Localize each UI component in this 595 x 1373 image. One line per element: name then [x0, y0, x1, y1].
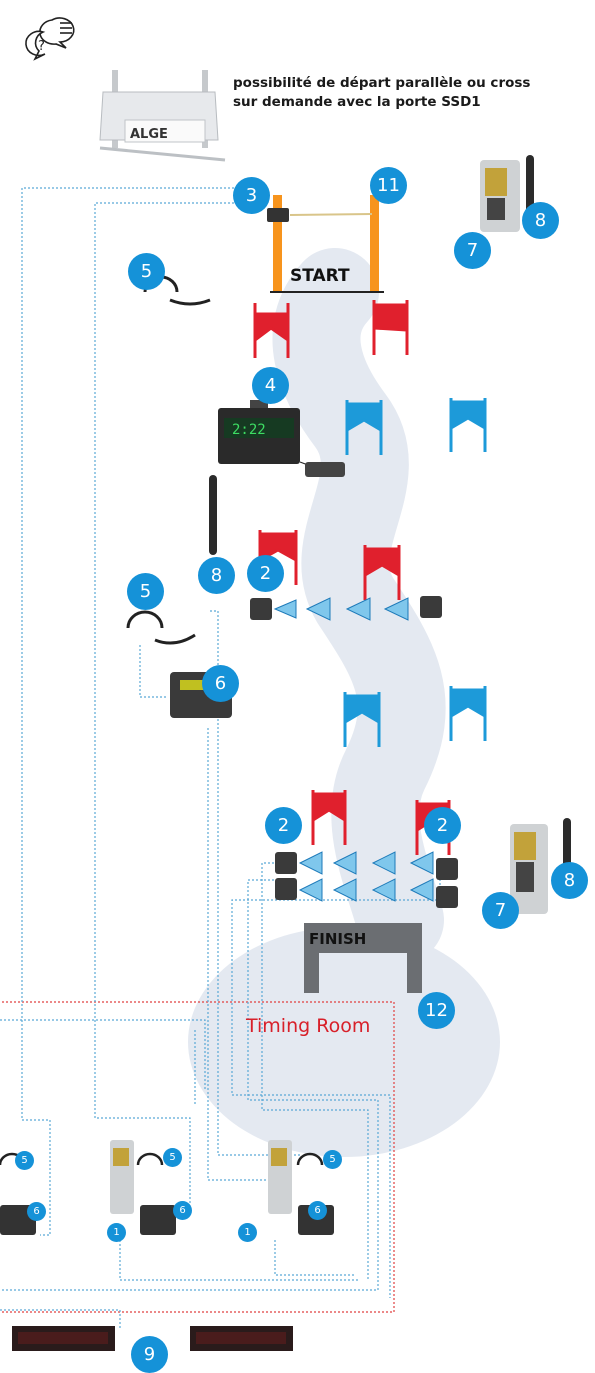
- badge-7-bottom: 7: [482, 892, 519, 929]
- badge-4: 4: [252, 367, 289, 404]
- start-label: START: [290, 266, 350, 286]
- note-line-1: possibilité de départ parallèle ou cross: [233, 74, 573, 93]
- badge-5-room-3: 5: [323, 1150, 342, 1169]
- badge-11: 11: [370, 167, 407, 204]
- badge-6-mid: 6: [202, 665, 239, 702]
- badge-5-room-1: 5: [15, 1151, 34, 1170]
- badge-8-bottom: 8: [551, 862, 588, 899]
- timing-room-label: Timing Room: [246, 1015, 370, 1037]
- badge-2-left: 2: [265, 807, 302, 844]
- badge-6-room-3: 6: [308, 1201, 327, 1220]
- badge-1-room-2: 1: [107, 1223, 126, 1242]
- badge-9: 9: [131, 1336, 168, 1373]
- badge-1-room-3: 1: [238, 1223, 257, 1242]
- badge-12: 12: [418, 992, 455, 1029]
- note-line-2: sur demande avec la porte SSD1: [233, 93, 573, 112]
- badge-5-room-2: 5: [163, 1148, 182, 1167]
- badge-6-room-2: 6: [173, 1201, 192, 1220]
- badge-2-right: 2: [424, 807, 461, 844]
- badge-3: 3: [233, 177, 270, 214]
- badge-2-mid: 2: [247, 555, 284, 592]
- ssd1-start-gate-image: ALGE: [100, 70, 225, 160]
- svg-text:2:22: 2:22: [232, 422, 266, 438]
- svg-text:?: ?: [38, 39, 45, 54]
- finish-label: FINISH: [309, 930, 366, 948]
- badge-8-mid: 8: [198, 557, 235, 594]
- badge-5-mid: 5: [127, 573, 164, 610]
- svg-text:ALGE: ALGE: [130, 127, 168, 142]
- parallel-start-note: possibilité de départ parallèle ou cross…: [233, 74, 573, 112]
- badge-6-room-1: 6: [27, 1202, 46, 1221]
- badge-7-top: 7: [454, 232, 491, 269]
- badge-8-top: 8: [522, 202, 559, 239]
- help-chat-icon: ?: [26, 18, 74, 59]
- badge-5-top: 5: [128, 253, 165, 290]
